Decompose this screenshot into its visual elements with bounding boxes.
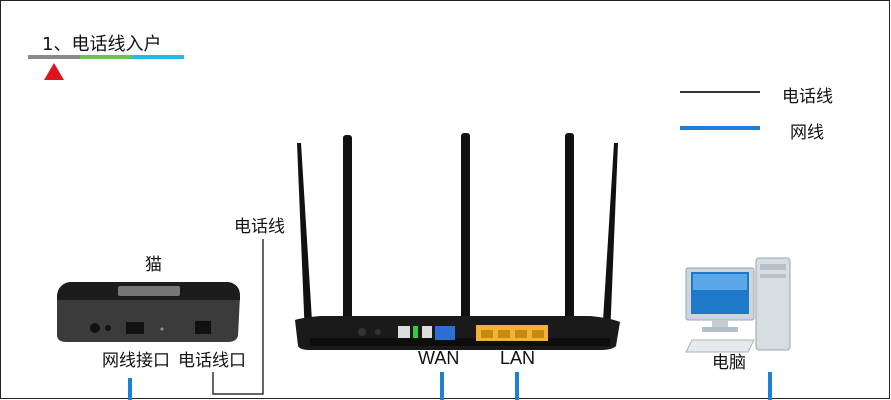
modem-network-port-icon xyxy=(126,322,144,334)
router-device xyxy=(295,133,620,350)
antenna-icon xyxy=(297,143,313,337)
wan-port-icon xyxy=(435,326,455,340)
modem-logo xyxy=(118,286,180,296)
legend-network-label: 网线 xyxy=(790,123,824,143)
modem-device xyxy=(57,282,240,342)
antenna-icon xyxy=(565,133,574,337)
computer-label: 电脑 xyxy=(712,353,746,373)
pc-keyboard xyxy=(685,339,755,353)
phone-line-label: 电话线 xyxy=(234,217,285,237)
step-marker-icon xyxy=(44,63,64,80)
lan-ports-icon xyxy=(476,325,548,341)
modem-phone-port-icon xyxy=(195,321,211,334)
wan-label: WAN xyxy=(418,348,460,368)
computer-icon xyxy=(685,257,791,353)
antenna-icon xyxy=(602,143,618,337)
legend-phone-label: 电话线 xyxy=(782,87,833,107)
antenna-icon xyxy=(461,133,470,331)
phone-cable xyxy=(212,239,264,395)
modem-title: 猫 xyxy=(145,255,162,275)
modem-phone-port-label: 电话线口 xyxy=(178,351,246,371)
step-title: 1、电话线入户 xyxy=(42,34,162,55)
antenna-icon xyxy=(343,135,352,337)
modem-power-port-icon xyxy=(90,323,100,333)
pc-tower xyxy=(755,257,791,351)
router-power-button-icon xyxy=(358,328,366,336)
lan-label: LAN xyxy=(500,348,536,368)
modem-network-port-label: 网线接口 xyxy=(102,351,170,371)
